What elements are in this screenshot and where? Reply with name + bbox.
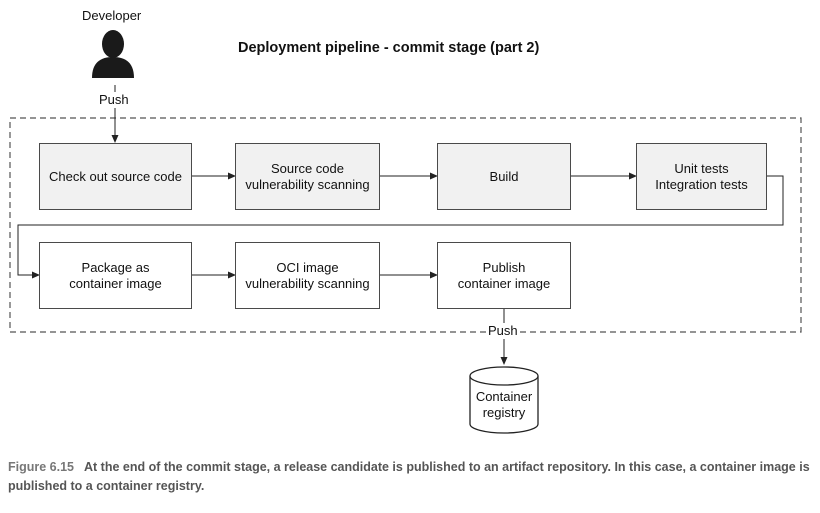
person-silhouette-icon [92, 30, 134, 78]
step-package-line-2: container image [69, 275, 162, 291]
developer-label: Developer [82, 8, 142, 23]
step-checkout-line-1: Check out source code [49, 168, 182, 184]
arrow-tests-to-package [17, 175, 784, 279]
step-tests-line-2: Integration tests [655, 176, 748, 192]
step-package-container-image: Package as container image [39, 242, 192, 309]
step-tests-line-1: Unit tests [674, 160, 729, 176]
container-registry-label: Container registry [470, 389, 538, 421]
diagram-title: Deployment pipeline - commit stage (part… [238, 40, 540, 56]
registry-line-2: registry [482, 405, 526, 420]
step-source-scan-line-2: vulnerability scanning [245, 176, 370, 192]
step-oci-scan-line-2: vulnerability scanning [245, 275, 370, 291]
step-build: Build [437, 143, 571, 210]
step-source-scan-line-1: Source code [271, 160, 344, 176]
step-checkout-source: Check out source code [39, 143, 192, 210]
push-label-top: Push [97, 92, 131, 107]
step-tests: Unit tests Integration tests [636, 143, 767, 210]
step-package-line-1: Package as [81, 259, 150, 275]
caption-text: At the end of the commit stage, a releas… [8, 460, 810, 493]
step-publish-line-2: container image [457, 275, 551, 291]
registry-line-1: Container [475, 389, 533, 404]
step-oci-vulnerability-scan: OCI image vulnerability scanning [235, 242, 380, 309]
container-registry-icon [469, 366, 539, 434]
step-oci-scan-line-1: OCI image [276, 259, 339, 275]
figure-number: Figure 6.15 [8, 460, 74, 474]
step-source-vulnerability-scan: Source code vulnerability scanning [235, 143, 380, 210]
push-label-bottom: Push [486, 323, 520, 338]
step-publish-container-image: Publish container image [437, 242, 571, 309]
step-build-line-1: Build [489, 168, 519, 184]
step-publish-line-1: Publish [482, 259, 526, 275]
commit-stage-boundary [9, 117, 802, 333]
